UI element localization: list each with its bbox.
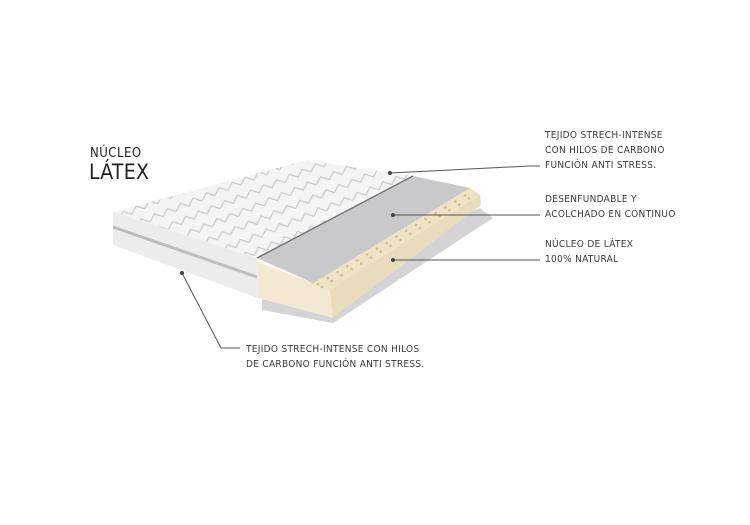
callout-side-fabric: TEJIDO STRECH-INTENSE CON HILOS DE CARBO… — [246, 342, 425, 372]
perforation-dot — [448, 209, 451, 212]
latex-core-side — [330, 195, 481, 318]
latex-core-front — [257, 262, 333, 318]
perforation-dot — [457, 203, 461, 206]
title-line-2: LÁTEX — [89, 160, 150, 184]
perforation-dot — [375, 247, 379, 250]
perforation-dot — [359, 262, 363, 265]
latex-perforations — [316, 194, 471, 289]
perforation-dot — [467, 197, 471, 200]
cover-edge — [256, 175, 414, 259]
perforation-dot — [320, 285, 324, 289]
callout-text: DESENFUNDABLE Y — [545, 194, 637, 205]
perforation-dot — [438, 214, 441, 218]
callout-text: DE CARBONO FUNCIÓN ANTI STRESS. — [246, 359, 425, 370]
perforation-dot — [336, 270, 339, 274]
callout-top-fabric: TEJIDO STRECH-INTENSE CON HILOS DE CARBO… — [545, 128, 665, 173]
perforation-dot — [346, 265, 349, 268]
perforation-dot — [395, 235, 398, 239]
perforation-dot — [326, 276, 330, 280]
perforation-dot — [408, 232, 412, 236]
callout-removable-cover: DESENFUNDABLE Y ACOLCHADO EN CONTINUO — [545, 192, 676, 222]
perforation-dot — [428, 220, 432, 224]
perforation-dot — [453, 200, 457, 203]
mattress-cover-side — [113, 212, 258, 298]
perforation-dot — [404, 229, 408, 233]
perforation-dot — [350, 268, 353, 271]
perforation-dot — [340, 273, 343, 277]
perforation-dot — [389, 244, 392, 247]
callout-text: ACOLCHADO EN CONTINUO — [545, 209, 676, 220]
perforation-dot — [365, 253, 369, 256]
callout-text: 100% NATURAL — [545, 254, 619, 265]
leader-lines — [181, 165, 540, 349]
perforation-dot — [444, 206, 447, 209]
cut-face-layer — [257, 176, 470, 283]
callout-text: CON HILOS DE CARBONO — [545, 145, 665, 156]
perforation-dot — [399, 238, 402, 242]
perforation-dot — [414, 223, 418, 227]
callout-text: TEJIDO STRECH-INTENSE — [545, 130, 663, 141]
callout-latex-core: NÚCLEO DE LÁTEX 100% NATURAL — [545, 237, 633, 267]
zipper-seam — [112, 225, 258, 279]
perforation-dot — [316, 282, 320, 286]
callout-text: NÚCLEO DE LÁTEX — [545, 239, 634, 250]
title-line-1: NÚCLEO — [90, 146, 142, 161]
quilt-pattern — [113, 160, 413, 258]
perforation-dot — [385, 241, 388, 244]
perforation-dot — [355, 259, 359, 262]
perforation-dot — [330, 279, 334, 283]
leader-dots — [180, 171, 395, 275]
latex-core-top — [313, 188, 480, 290]
perforation-dot — [463, 194, 467, 197]
perforation-dot — [379, 250, 383, 253]
callout-text: TEJIDO STRECH-INTENSE CON HILOS — [246, 344, 420, 355]
perforation-dot — [424, 217, 428, 221]
perforation-dot — [434, 211, 437, 215]
perforation-dot — [418, 226, 422, 230]
perforation-dot — [369, 256, 373, 259]
callout-text: FUNCIÓN ANTI STRESS. — [545, 160, 657, 171]
